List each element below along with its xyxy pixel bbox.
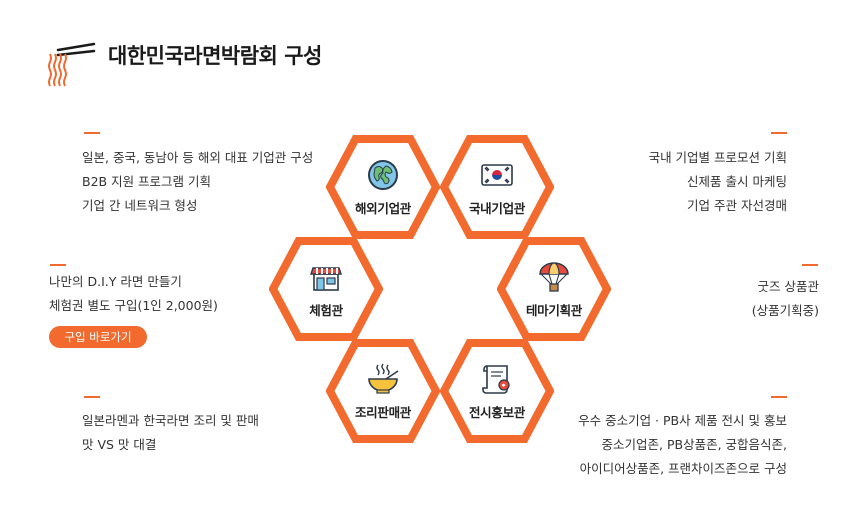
parachute-icon <box>539 261 569 292</box>
hex-exhibit-pavilion[interactable]: 전시홍보관 <box>440 334 554 448</box>
hex-label: 테마기획관 <box>525 302 582 318</box>
divider-dash <box>50 264 66 266</box>
exhibit-line-1: 우수 중소기업 · PB사 제품 전시 및 홍보 <box>578 413 787 428</box>
noodle-bowl-icon <box>368 363 399 394</box>
hex-overseas-pavilion[interactable]: 해외기업관 <box>326 130 440 244</box>
exhibit-description: 우수 중소기업 · PB사 제품 전시 및 홍보 중소기업존, PB상품존, 궁… <box>578 409 787 481</box>
domestic-description: 국내 기업별 프로모션 기획 신제품 출시 마케팅 기업 주관 자선경매 <box>649 146 787 218</box>
cooking-line-1: 일본라멘과 한국라면 조리 및 판매 <box>82 413 259 428</box>
divider-dash <box>771 396 787 398</box>
divider-dash <box>802 264 818 266</box>
hexagon-frame <box>440 135 554 239</box>
experience-line-1: 나만의 D.I.Y 라면 만들기 <box>49 274 182 289</box>
hex-label: 전시홍보관 <box>468 404 525 420</box>
exhibit-line-2: 중소기업존, PB상품존, 궁합음식존, <box>601 437 787 452</box>
domestic-line-3: 기업 주관 자선경매 <box>687 198 787 213</box>
overseas-line-3: 기업 간 네트워크 형성 <box>82 198 198 213</box>
buy-ticket-button[interactable]: 구입 바로가기 <box>49 326 147 348</box>
theme-line-2: (상품기획중) <box>751 303 819 318</box>
domestic-line-1: 국내 기업별 프로모션 기획 <box>648 150 787 165</box>
korea-flag-icon <box>481 163 513 186</box>
overseas-line-2: B2B 지원 프로그램 기획 <box>82 174 212 189</box>
overseas-description: 일본, 중국, 동남아 등 해외 대표 기업관 구성 B2B 지원 프로그램 기… <box>82 146 313 218</box>
domestic-line-2: 신제품 출시 마케팅 <box>687 174 787 189</box>
hex-experience-pavilion[interactable]: 체험관 <box>269 232 383 346</box>
scroll-icon <box>482 364 510 394</box>
ramen-logo-icon <box>48 42 96 87</box>
experience-line-2: 체험권 별도 구입(1인 2,000원) <box>49 298 218 313</box>
hex-label: 해외기업관 <box>354 200 411 216</box>
divider-dash <box>84 396 100 398</box>
divider-dash <box>84 132 100 134</box>
divider-dash <box>771 132 787 134</box>
hex-domestic-pavilion[interactable]: 국내기업관 <box>440 130 554 244</box>
theme-line-1: 굿즈 상품관 <box>757 279 819 294</box>
experience-description: 나만의 D.I.Y 라면 만들기 체험권 별도 구입(1인 2,000원) <box>49 270 218 318</box>
cooking-line-2: 맛 VS 맛 대결 <box>82 437 157 452</box>
hex-label: 조리판매관 <box>354 404 411 420</box>
exhibit-line-3: 아이디어상품존, 프랜차이즈존으로 구성 <box>579 461 787 476</box>
hex-label: 국내기업관 <box>468 200 525 216</box>
cooking-description: 일본라멘과 한국라면 조리 및 판매 맛 VS 맛 대결 <box>82 409 259 457</box>
hex-theme-pavilion[interactable]: 테마기획관 <box>497 232 611 346</box>
hex-label: 체험관 <box>309 302 343 318</box>
shop-icon <box>310 266 342 291</box>
hex-cooking-pavilion[interactable]: 조리판매관 <box>326 334 440 448</box>
overseas-line-1: 일본, 중국, 동남아 등 해외 대표 기업관 구성 <box>82 150 314 165</box>
page-title: 대한민국라면박람회 구성 <box>108 44 322 68</box>
theme-description: 굿즈 상품관 (상품기획중) <box>752 275 819 323</box>
globe-icon <box>368 159 398 190</box>
